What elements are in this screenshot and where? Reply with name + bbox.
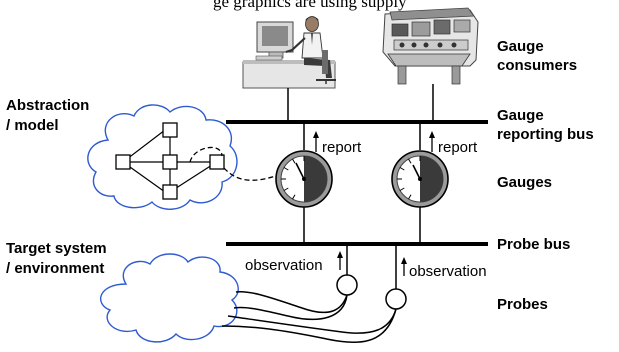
gauge-reporting-bus-label-line2: reporting bus (497, 126, 594, 143)
model-nodes (115, 122, 225, 200)
probe-right-wire-upper (227, 308, 397, 334)
observation-arrow-left (337, 251, 343, 270)
target-system-label-line2: / environment (6, 260, 104, 277)
gauge-consumers-label-line2: consumers (497, 57, 577, 74)
gauge-right-icon (391, 150, 449, 208)
probe-right-icon (385, 288, 407, 310)
probe-bus-label: Probe bus (497, 236, 570, 253)
observation-label-right: observation (409, 263, 487, 280)
report-arrow-left (313, 131, 319, 152)
report-label-right: report (438, 139, 478, 156)
person-at-computer-icon (242, 16, 336, 89)
observation-label-left: observation (245, 257, 323, 274)
report-arrow-right (429, 131, 435, 152)
gauge-consumers-label-line1: Gauge (497, 38, 544, 55)
gauges-label: Gauges (497, 174, 552, 191)
gauge-left-icon (275, 150, 333, 208)
model-to-gauge-dashed (223, 167, 277, 181)
abstraction-model-label-line2: / model (6, 117, 59, 134)
probes-label: Probes (497, 296, 548, 313)
top-caption: ge graphics are using supply (213, 0, 407, 11)
target-system-cloud (100, 253, 239, 343)
target-system-label-line1: Target system (6, 240, 107, 257)
observation-arrow-right (401, 257, 407, 276)
probe-left-wire-upper (235, 290, 348, 314)
probe-right-wire-lower (221, 308, 397, 343)
probe-left-wire-lower (233, 294, 348, 320)
abstraction-model-label-line1: Abstraction (6, 97, 89, 114)
control-console-icon (382, 7, 479, 85)
probe-left-icon (336, 274, 358, 296)
gauge-reporting-bus-label-line1: Gauge (497, 107, 544, 124)
model-highlight-dashed (189, 146, 223, 163)
report-label-left: report (322, 139, 362, 156)
